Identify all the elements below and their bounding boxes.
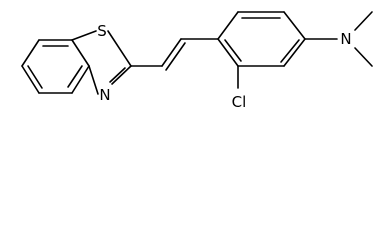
chemical-structure-diagram: S N Cl N [21, 11, 373, 111]
benzo-ring [21, 39, 90, 94]
amine-nitrogen-atom-label: N [340, 30, 351, 48]
dimethylamino-group [304, 11, 373, 67]
ring-nitrogen-atom-label: N [99, 86, 110, 104]
vinyl-linker [130, 38, 219, 71]
aniline-ring [217, 11, 306, 67]
chlorine-atom-label: Cl [232, 93, 247, 111]
thiazole-ring [71, 30, 132, 95]
sulfur-atom-label: S [97, 22, 107, 40]
